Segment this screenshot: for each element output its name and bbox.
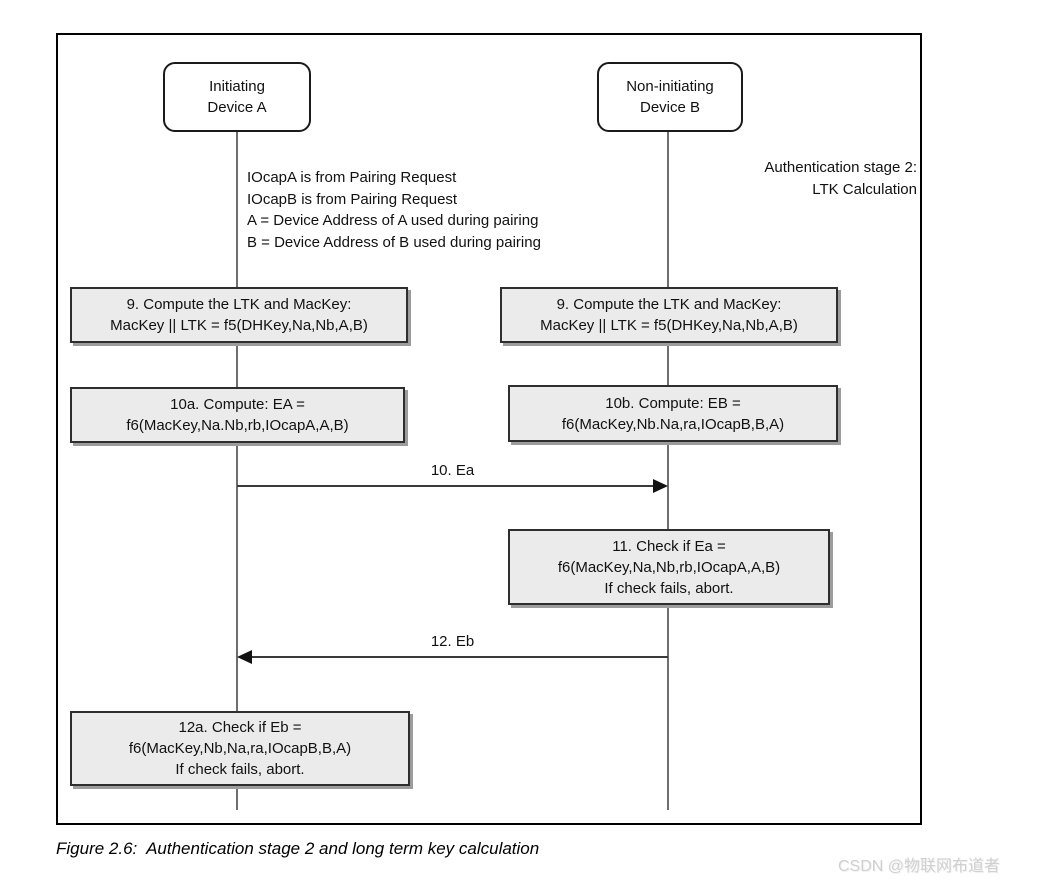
note-line: B = Device Address of B used during pair… [247,234,541,252]
figure-caption: Figure 2.6: Authentication stage 2 and l… [56,839,540,858]
process-box-line: f6(MacKey,Nb,Na,ra,IOcapB,B,A) [128,740,352,757]
pairing-notes: IOcapA is from Pairing Request IOcapB is… [247,167,541,254]
actor-a-line1: Initiating [209,78,265,95]
process-box-line: f6(MacKey,Na,Nb,rb,IOcapA,A,B) [557,558,781,576]
csdn-watermark: CSDN @物联网布道者 [838,858,1001,875]
process-box-10b: 10b. Compute: EB = f6(MacKey,Nb.Na,ra,IO… [508,385,838,442]
process-box-11: 11. Check if Ea = f6(MacKey,Na,Nb,rb,IOc… [508,529,830,605]
actor-b-line2: Device B [639,99,701,116]
process-box-line: MacKey || LTK = f5(DHKey,Na,Nb,A,B) [110,317,368,334]
process-box-line: 11. Check if Ea = [612,537,726,555]
lifeline-device-b [667,132,669,810]
process-box-line: 12a. Check if Eb = [178,719,302,736]
message-arrow-12-eb [250,656,668,658]
actor-b-line1: Non-initiating [626,78,714,95]
note-line: IOcapB is from Pairing Request [247,190,458,208]
process-box-line: f6(MacKey,Nb.Na,ra,IOcapB,B,A) [561,415,785,433]
actor-a-line2: Device A [207,99,267,116]
process-box-line: f6(MacKey,Na.Nb,rb,IOcapA,A,B) [126,417,349,434]
message-label-10-ea: 10. Ea [430,462,475,479]
stage-label: Authentication stage 2: LTK Calculation [690,157,917,201]
stage-label-line1: Authentication stage 2: [764,159,917,176]
process-box-line: MacKey || LTK = f5(DHKey,Na,Nb,A,B) [540,317,798,334]
process-box-line: If check fails, abort. [604,579,734,597]
process-box-9-device-a: 9. Compute the LTK and MacKey: MacKey ||… [70,287,408,343]
process-box-line: 9. Compute the LTK and MacKey: [556,296,782,313]
actor-box-device-b: Non-initiating Device B [597,62,743,132]
process-box-line: 10a. Compute: EA = [170,396,305,413]
process-box-line: If check fails, abort. [175,761,305,778]
arrowhead-left-icon [237,650,252,664]
note-line: IOcapA is from Pairing Request [247,169,457,186]
process-box-10a: 10a. Compute: EA = f6(MacKey,Na.Nb,rb,IO… [70,387,405,443]
message-arrow-10-ea [237,485,659,487]
process-box-line: 10b. Compute: EB = [605,394,741,412]
process-box-12a: 12a. Check if Eb = f6(MacKey,Nb,Na,ra,IO… [70,711,410,786]
process-box-9-device-b: 9. Compute the LTK and MacKey: MacKey ||… [500,287,838,343]
message-label-12-eb: 12. Eb [430,633,475,650]
process-box-line: 9. Compute the LTK and MacKey: [126,296,352,313]
lifeline-device-a [236,132,238,810]
actor-box-device-a: Initiating Device A [163,62,311,132]
note-line: A = Device Address of A used during pair… [247,212,539,230]
stage-label-line2: LTK Calculation [812,181,917,198]
arrowhead-right-icon [653,479,668,493]
